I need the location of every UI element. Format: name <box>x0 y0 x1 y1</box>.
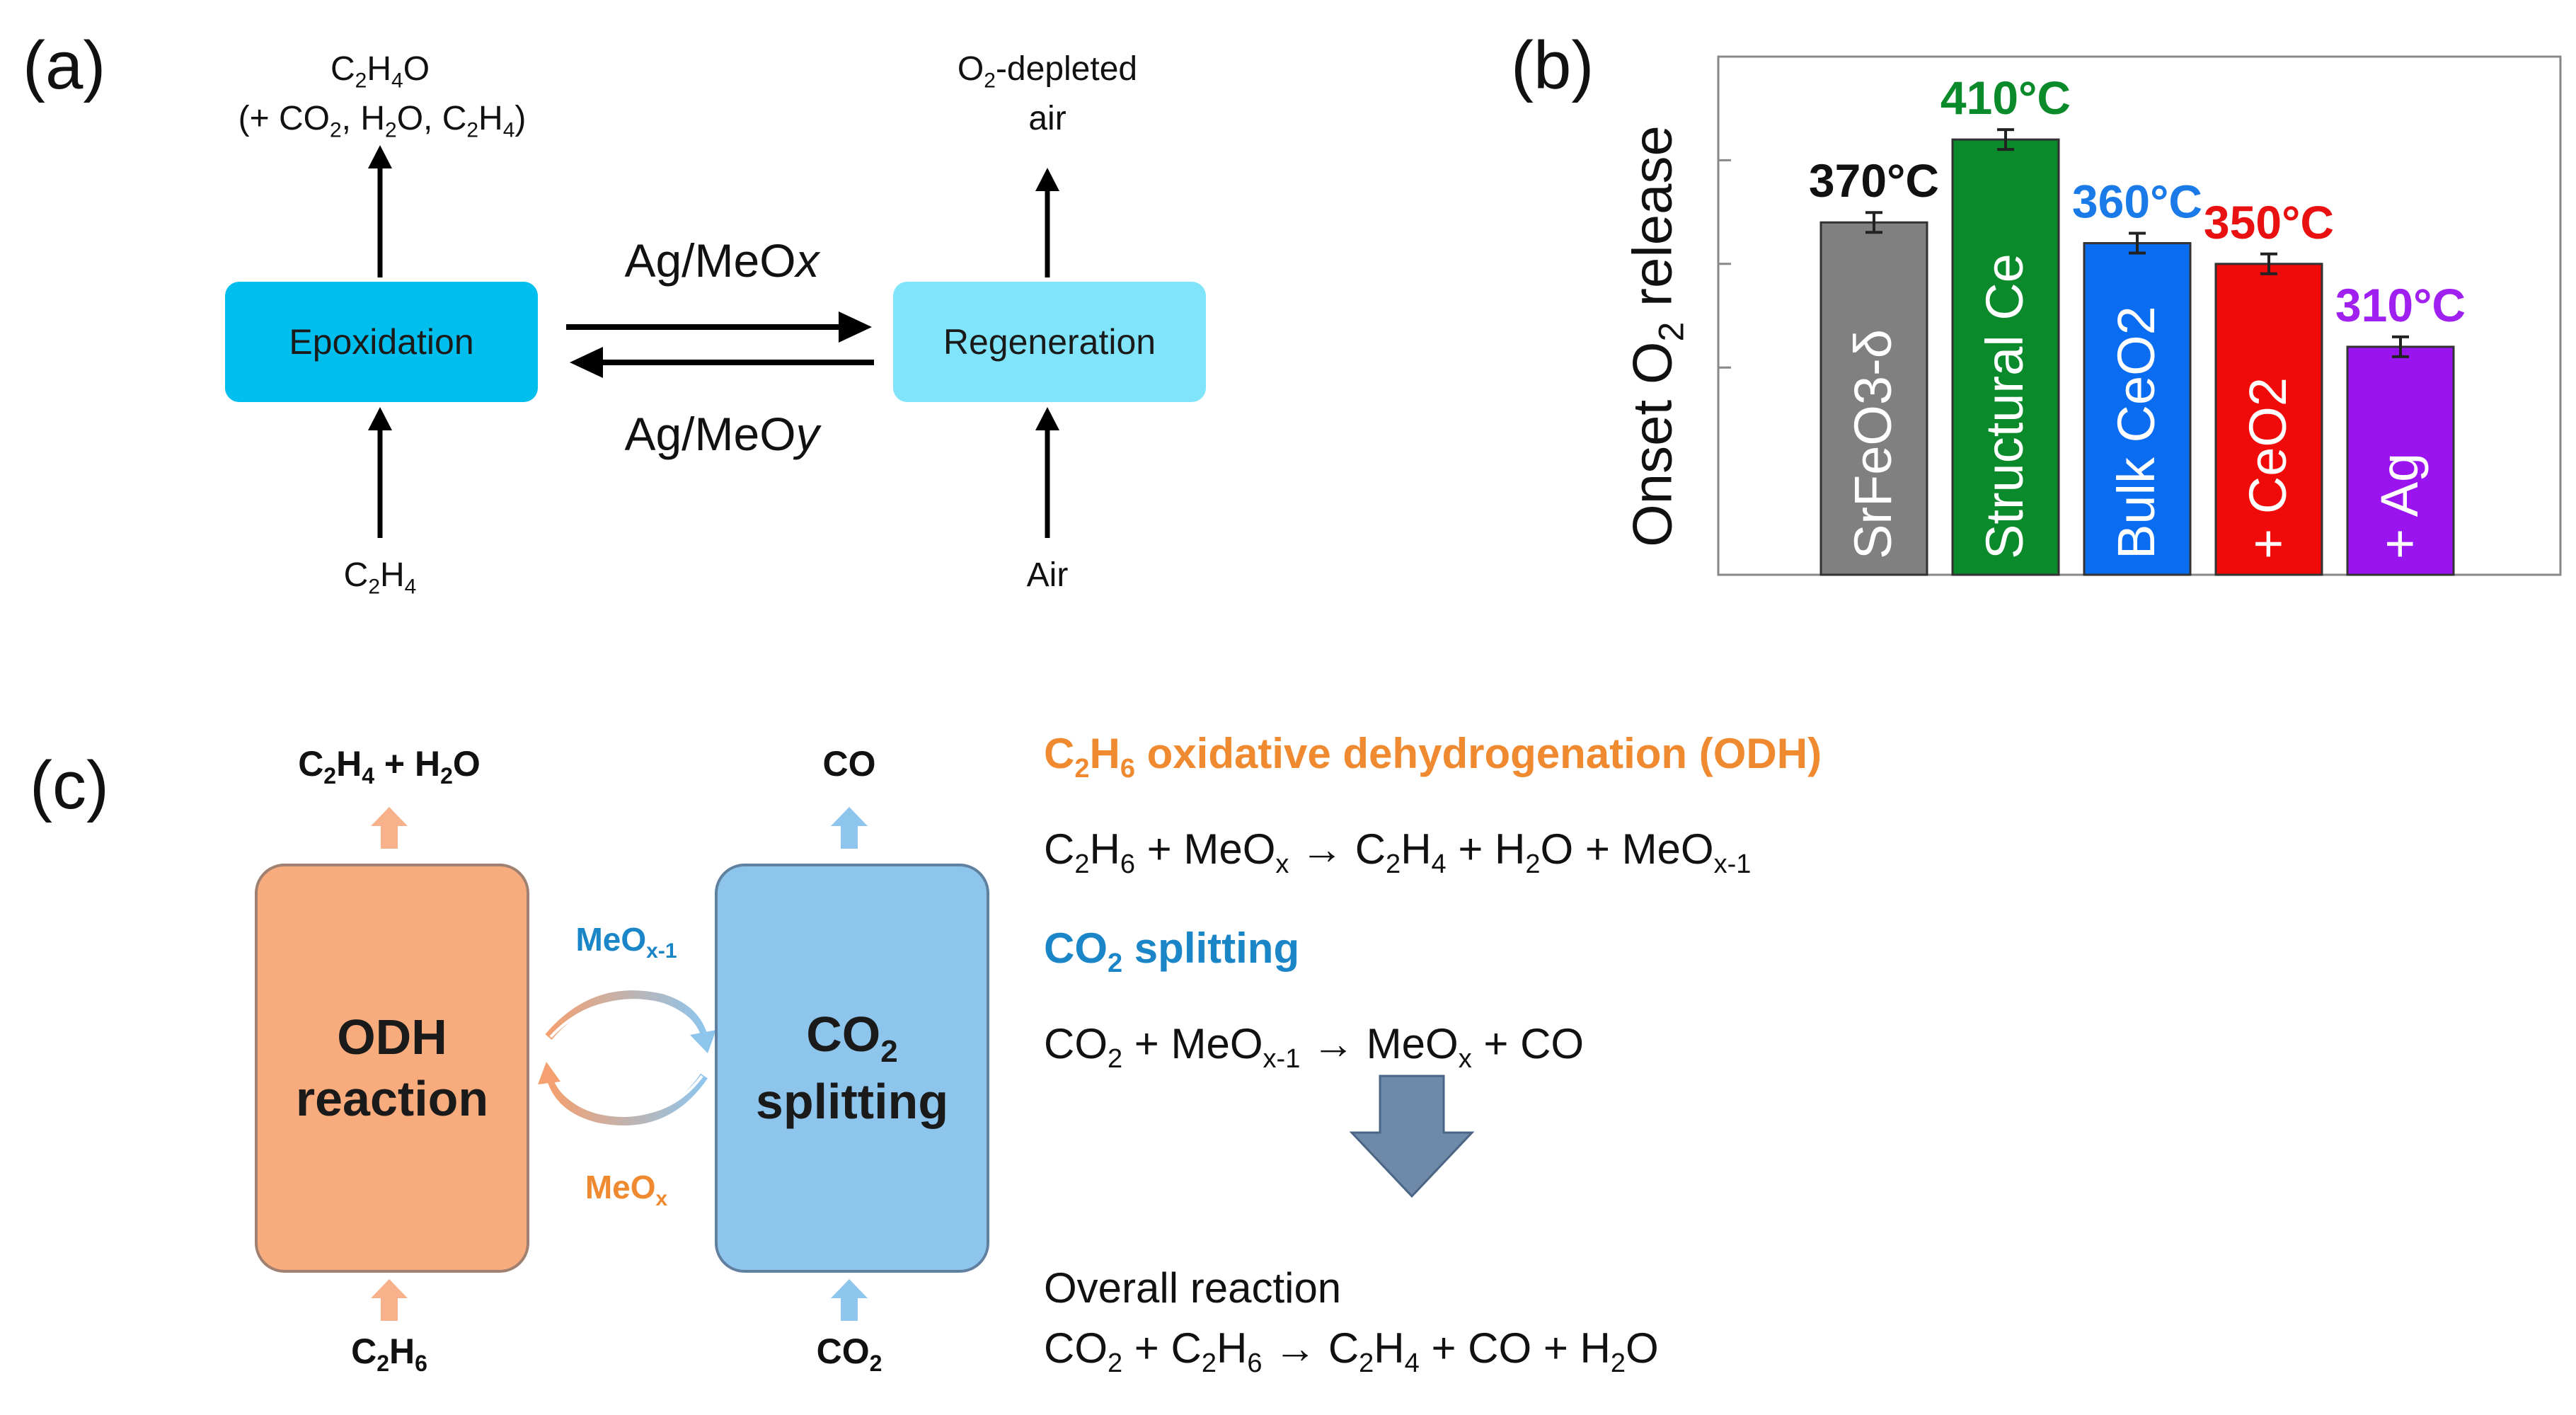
value-label-4: 310°C <box>2335 279 2466 331</box>
panel-b-label: (b) <box>1511 28 1594 103</box>
arrow-air-up <box>1035 407 1059 538</box>
odh-equation: C2H6 + MeOx → C2H4 + H2O + MeOx-1 <box>1044 825 1752 879</box>
value-label-3: 350°C <box>2204 196 2334 248</box>
odh-box-line2: reaction <box>295 1071 489 1126</box>
c2h4-input: C2H4 <box>343 556 417 599</box>
co2-out-arrow <box>831 807 868 849</box>
arrow-forward <box>566 311 872 343</box>
epoxidation-box: Epoxidation <box>225 282 538 402</box>
category-label-0: SrFeO3-δ <box>1844 329 1902 559</box>
category-label-3: + CeO2 <box>2238 377 2297 559</box>
value-label-2: 360°C <box>2072 176 2202 228</box>
air-input: Air <box>1026 556 1069 594</box>
epox-product-line1: C2H4O <box>330 50 430 93</box>
bar-4 <box>2346 345 2455 576</box>
panel-a-label: (a) <box>23 28 106 103</box>
split-equation: CO2 + MeOx-1 → MeOx + CO <box>1044 1020 1585 1074</box>
bar-3 <box>2214 263 2323 576</box>
co2-split-product: CO <box>822 744 876 784</box>
co2-in-arrow <box>831 1279 868 1321</box>
category-label-2: Bulk CeO2 <box>2107 306 2166 559</box>
regeneration-box: Regeneration <box>893 282 1206 402</box>
arrow-c2h4-up <box>368 407 392 538</box>
co2-box-line1: CO2 <box>806 1006 898 1069</box>
cycle-arrow-top <box>545 990 716 1053</box>
epoxidation-label: Epoxidation <box>289 322 474 362</box>
odh-box-line1: ODH <box>337 1009 447 1065</box>
category-label-4: + Ag <box>2370 453 2429 559</box>
o2-depleted-line2: air <box>1028 100 1066 137</box>
o2-depleted-line1: O2-depleted <box>957 50 1138 93</box>
co2-split-feed: CO2 <box>816 1331 882 1376</box>
odh-feed: C2H6 <box>351 1331 427 1376</box>
arrow-epox-up <box>368 145 392 277</box>
cycle-arrow-bottom <box>538 1062 708 1125</box>
epox-product-line2: (+ CO2, H2O, C2H4) <box>238 100 527 142</box>
odh-products: C2H4 + H2O <box>298 744 481 789</box>
panel-c-label: (c) <box>30 747 109 823</box>
value-label-1: 410°C <box>1940 71 2071 124</box>
big-down-arrow <box>1349 1075 1475 1198</box>
odh-in-arrow <box>371 1279 408 1321</box>
co2-box-line2: splitting <box>755 1073 949 1129</box>
overall-equation: CO2 + C2H6 → C2H4 + CO + H2O <box>1044 1324 1659 1378</box>
split-heading: CO2 splitting <box>1044 924 1300 978</box>
regeneration-label: Regeneration <box>943 322 1156 362</box>
co2-splitting-box: CO2 splitting <box>715 864 989 1273</box>
arrow-regen-up <box>1035 168 1059 277</box>
odh-reaction-box: ODH reaction <box>255 864 529 1273</box>
odh-heading: C2H6 oxidative dehydrogenation (ODH) <box>1044 730 1822 784</box>
category-label-1: Structural Ce <box>1975 253 2034 559</box>
arrow-back <box>570 347 874 378</box>
back-arrow-label: Ag/MeOy <box>624 408 820 460</box>
overall-heading: Overall reaction <box>1044 1264 1342 1312</box>
cycle-label-top: MeOx-1 <box>575 921 677 963</box>
value-label-0: 370°C <box>1809 154 1939 207</box>
bar-0 <box>1819 221 1928 576</box>
cycle-label-bottom: MeOx <box>585 1169 668 1211</box>
odh-out-arrow <box>371 807 408 849</box>
forward-arrow-label: Ag/MeOx <box>624 234 820 287</box>
